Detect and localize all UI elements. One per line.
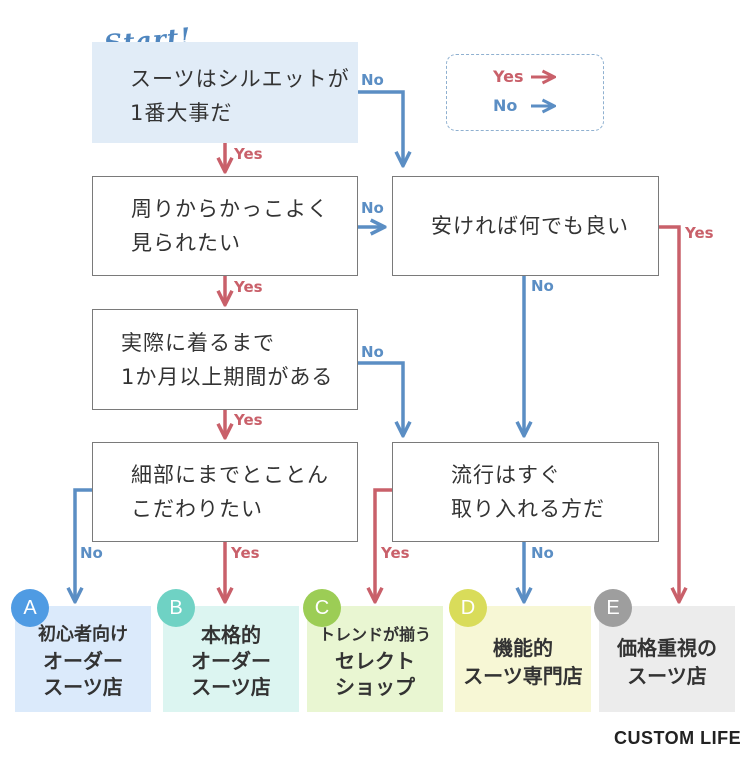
question-line: こだわりたい <box>131 497 263 521</box>
legend: Yes No <box>446 54 604 131</box>
question-line: 安ければ何でも良い <box>431 214 629 238</box>
result-line: ショップ <box>335 675 415 699</box>
result-c-badge: C <box>303 589 341 627</box>
result-c: トレンドが揃う セレクト ショップ <box>307 606 443 712</box>
question-q2: 周りからかっこよく 見られたい <box>92 176 358 276</box>
result-line: 機能的 <box>493 636 553 660</box>
legend-yes-label: Yes <box>493 67 524 86</box>
label-q2-no: No <box>361 199 384 217</box>
result-line: スーツ店 <box>191 675 271 699</box>
question-line: 流行はすぐ <box>451 463 561 487</box>
legend-no-label: No <box>493 96 518 115</box>
question-line: 細部にまでとことん <box>131 463 329 487</box>
label-q5-no: No <box>80 544 103 562</box>
question-line: 見られたい <box>131 231 241 255</box>
label-q4-no: No <box>361 343 384 361</box>
label-q3-no: No <box>531 277 554 295</box>
question-q1: スーツはシルエットが 1番大事だ <box>92 42 358 143</box>
result-line: オーダー <box>191 649 271 673</box>
arrow-q6-yes <box>375 488 392 600</box>
label-q2-yes: Yes <box>234 278 263 296</box>
question-line: 実際に着るまで <box>121 330 275 355</box>
arrow-q1-no <box>358 90 403 164</box>
result-line: スーツ店 <box>627 664 707 688</box>
result-a: 初心者向け オーダー スーツ店 <box>15 606 151 712</box>
arrow-q4-no <box>358 361 403 434</box>
result-b-badge: B <box>157 589 195 627</box>
label-q6-yes: Yes <box>381 544 410 562</box>
result-line: セレクト <box>335 649 415 673</box>
question-q5: 細部にまでとことん こだわりたい <box>92 442 358 542</box>
question-q3: 安ければ何でも良い <box>392 176 659 276</box>
result-line: オーダー <box>43 649 123 673</box>
question-line: 1番大事だ <box>130 100 233 125</box>
question-q6: 流行はすぐ 取り入れる方だ <box>392 442 659 542</box>
result-line: 本格的 <box>201 623 261 647</box>
label-q4-yes: Yes <box>234 411 263 429</box>
result-line: トレンドが揃う <box>318 625 431 644</box>
label-q1-no: No <box>361 71 384 89</box>
question-q4: 実際に着るまで 1か月以上期間がある <box>92 309 358 410</box>
label-q1-yes: Yes <box>234 145 263 163</box>
result-a-badge: A <box>11 589 49 627</box>
result-line: スーツ専門店 <box>463 664 583 688</box>
result-line: 価格重視の <box>617 636 717 660</box>
arrow-q5-no <box>75 488 92 600</box>
result-line: 初心者向け <box>38 624 128 645</box>
label-q6-no: No <box>531 544 554 562</box>
question-line: 取り入れる方だ <box>451 497 605 521</box>
brand-logo: CUSTOM LIFE <box>614 728 742 748</box>
result-e-badge: E <box>594 589 632 627</box>
result-d-badge: D <box>449 589 487 627</box>
label-q5-yes: Yes <box>231 544 260 562</box>
question-line: スーツはシルエットが <box>130 66 350 91</box>
question-line: 1か月以上期間がある <box>121 364 334 389</box>
result-line: スーツ店 <box>43 675 123 699</box>
arrow-q3-yes <box>659 225 679 600</box>
label-q3-yes: Yes <box>685 224 714 242</box>
question-line: 周りからかっこよく <box>131 197 329 221</box>
